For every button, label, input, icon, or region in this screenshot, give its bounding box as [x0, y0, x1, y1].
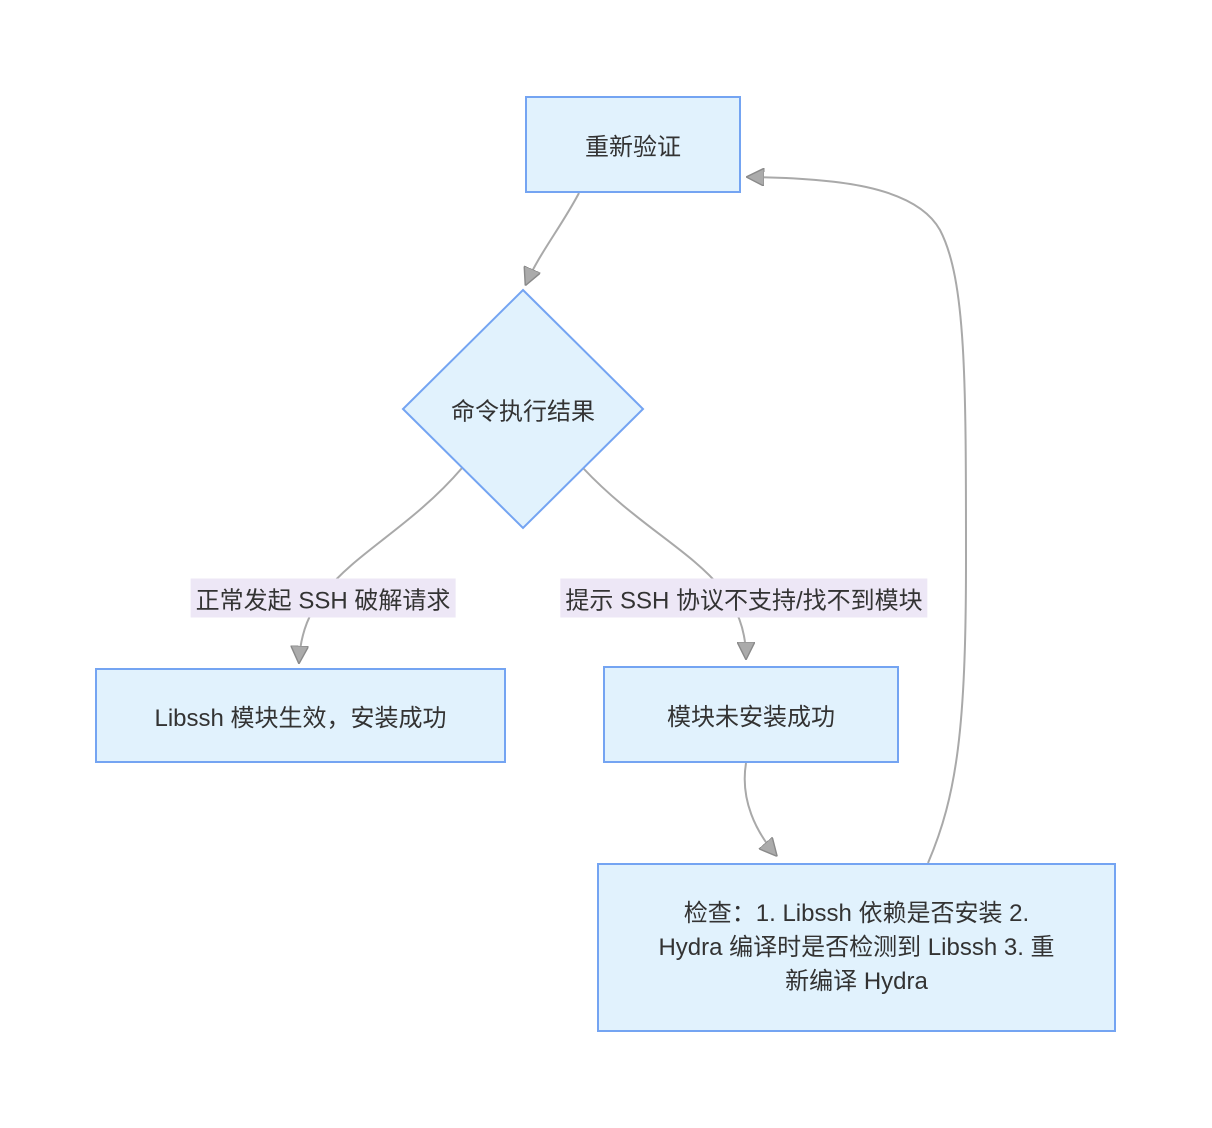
- node-check-steps: 检查：1. Libssh 依赖是否安装 2. Hydra 编译时是否检测到 Li…: [597, 863, 1116, 1032]
- edge-reverify-to-cmd-result: [526, 192, 580, 284]
- edge-module-fail-to-check-steps: [743, 762, 776, 855]
- node-libssh-ok: Libssh 模块生效，安装成功: [95, 668, 506, 763]
- edge-label-not-supported: 提示 SSH 协议不支持/找不到模块: [560, 578, 928, 618]
- node-reverify-label: 重新验证: [585, 134, 681, 161]
- node-cmd-result-shape: [401, 288, 645, 530]
- node-check-steps-line-2: Hydra 编译时是否检测到 Libssh 3. 重: [658, 933, 1055, 961]
- node-cmd-result-label: 命令执行结果: [451, 398, 595, 426]
- node-reverify: 重新验证: [525, 96, 741, 193]
- edge-check-steps-to-reverify: [748, 177, 968, 864]
- node-module-fail-label: 模块未安装成功: [667, 704, 835, 731]
- node-libssh-ok-label: Libssh 模块生效，安装成功: [154, 705, 447, 732]
- node-check-steps-line-3: 新编译 Hydra: [785, 967, 928, 995]
- edge-cmd-result-to-libssh-ok: [299, 467, 463, 662]
- edge-label-ssh-request: 正常发起 SSH 破解请求: [190, 578, 456, 618]
- node-check-steps-line-1: 检查：1. Libssh 依赖是否安装 2.: [683, 899, 1030, 927]
- node-module-fail: 模块未安装成功: [603, 666, 899, 763]
- edge-cmd-result-to-module-fail: [582, 467, 746, 658]
